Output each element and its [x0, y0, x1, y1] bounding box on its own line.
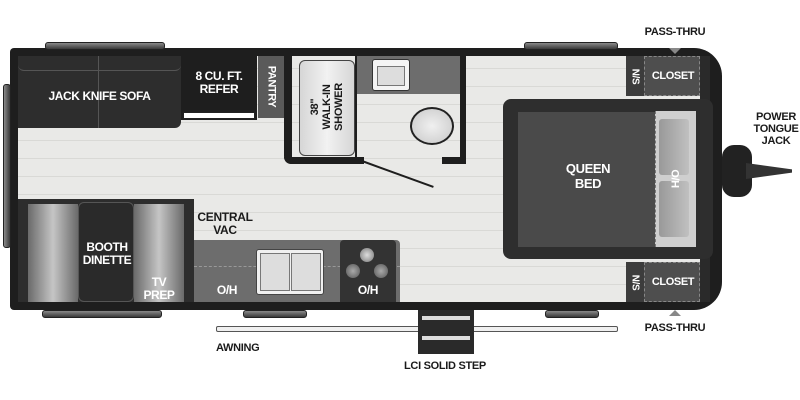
step-label: LCI SOLID STEP	[404, 360, 486, 372]
pantry-label: PANTRY	[265, 65, 278, 108]
nightstand-bottom: N/S	[626, 262, 644, 302]
closet-bottom: CLOSET	[644, 262, 700, 302]
kitchen-counter: O/H O/H	[194, 240, 400, 302]
pass-thru-bottom-arrow-icon	[669, 310, 681, 316]
slide-left	[3, 84, 11, 248]
pass-thru-top-label: PASS-THRU	[644, 26, 706, 38]
bath-wall-bottom-left	[284, 157, 364, 164]
central-vac-label: CENTRAL VAC	[197, 210, 253, 237]
closet-top: CLOSET	[644, 56, 700, 96]
closet-bottom-label: CLOSET	[651, 276, 695, 288]
kitchen-oh-right-label: O/H	[357, 283, 379, 297]
slide-bottom-mid	[243, 310, 307, 318]
bath-wall-divider	[355, 56, 357, 158]
bath-wall-bottom-right	[442, 157, 466, 164]
queen-bed: QUEEN BED O/H	[503, 99, 713, 259]
slide-top-left	[45, 42, 165, 50]
slide-top-right	[524, 42, 618, 50]
slide-bottom-right	[545, 310, 599, 318]
pantry: PANTRY	[258, 56, 284, 118]
shower-label: 38" WALK-IN SHOWER	[309, 83, 345, 131]
awning-bar	[216, 326, 618, 332]
dinette-area: BOOTH DINETTE TV PREP	[18, 199, 194, 302]
awning-label: AWNING	[216, 342, 260, 354]
pass-thru-top-arrow-icon	[669, 48, 681, 54]
kitchen-sink	[256, 249, 324, 295]
dinette-bench-left	[28, 204, 78, 302]
bed-overhead: O/H	[655, 111, 696, 247]
toilet	[410, 107, 454, 145]
ns-top-label: N/S	[629, 68, 641, 85]
lci-solid-step-icon	[418, 310, 474, 354]
jack-knife-sofa: JACK KNIFE SOFA	[18, 56, 181, 128]
dinette-table: BOOTH DINETTE	[78, 202, 134, 302]
pass-thru-bottom-label: PASS-THRU	[644, 322, 706, 334]
bed-oh-label: O/H	[668, 169, 681, 188]
slide-bottom-left	[42, 310, 162, 318]
dinette-label: BOOTH DINETTE	[82, 240, 132, 267]
refrigerator: 8 CU. FT. REFER	[181, 56, 257, 120]
stove-icon: O/H	[340, 240, 396, 302]
bathroom	[284, 52, 466, 164]
kitchen-oh-left-label: O/H	[216, 283, 238, 297]
bed-label: QUEEN BED	[565, 161, 611, 191]
ns-bottom-label: N/S	[629, 274, 641, 291]
closet-top-label: CLOSET	[651, 70, 695, 82]
tv-prep-label: TV PREP	[143, 275, 175, 302]
refer-label: 8 CU. FT. REFER	[195, 69, 243, 96]
power-tongue-jack-icon	[722, 145, 792, 205]
sofa-label: JACK KNIFE SOFA	[48, 89, 151, 103]
nightstand-top: N/S	[626, 56, 644, 96]
bath-sink	[372, 59, 410, 91]
dinette-bench-right: TV PREP	[134, 204, 184, 302]
walk-in-shower: 38" WALK-IN SHOWER	[299, 60, 355, 156]
tongue-jack-label: POWER TONGUE JACK	[753, 111, 799, 147]
